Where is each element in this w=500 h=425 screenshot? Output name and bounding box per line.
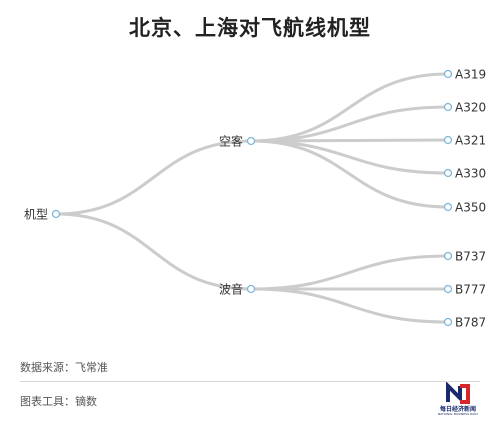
group-node-dot [246, 284, 256, 294]
root-node-label: 机型 [24, 208, 48, 222]
leaf-node-dot [443, 69, 453, 79]
nbd-logo: 每日经济新闻 NATIONAL BUSINESS DAILY [430, 381, 486, 418]
link-root-0 [55, 139, 252, 216]
link-0-4 [250, 139, 449, 209]
chart-tool-text: 图表工具：镝数 [20, 395, 97, 408]
link-1-2 [250, 287, 449, 324]
leaf-node-label: A321 [455, 134, 486, 148]
root-node-dot [51, 209, 61, 219]
leaf-node-dot [443, 102, 453, 112]
group-node-label: 波音 [219, 282, 243, 297]
group-node-label: 空客 [219, 134, 243, 149]
leaf-node-dot [443, 317, 453, 327]
leaf-node-label: A320 [455, 101, 486, 115]
link-0-1 [250, 105, 449, 143]
leaf-node-label: B737 [455, 250, 486, 264]
logo-text: 每日经济新闻 [439, 406, 476, 413]
leaf-node-dot [443, 168, 453, 178]
data-source-text: 数据来源：飞常准 [20, 361, 108, 374]
link-1-0 [250, 254, 449, 291]
leaf-node-dot [443, 135, 453, 145]
nbd-logo-mark-icon [446, 381, 470, 404]
group-node-dot [246, 136, 256, 146]
leaf-node-label: A319 [455, 68, 486, 82]
leaf-node-dot [443, 251, 453, 261]
leaf-node-dot [443, 202, 453, 212]
link-root-1 [55, 212, 252, 291]
link-0-3 [250, 139, 449, 175]
logo-subtext: NATIONAL BUSINESS DAILY [437, 412, 479, 416]
leaf-node-label: B787 [455, 316, 486, 330]
leaf-node-dot [443, 284, 453, 294]
leaf-node-label: A350 [455, 201, 486, 215]
leaf-node-label: B777 [455, 283, 486, 297]
leaf-node-label: A330 [455, 167, 486, 181]
chart-title: 北京、上海对飞航线机型 [129, 16, 371, 40]
footer-divider [20, 381, 480, 382]
tree-links [55, 72, 449, 324]
link-0-0 [250, 72, 449, 143]
